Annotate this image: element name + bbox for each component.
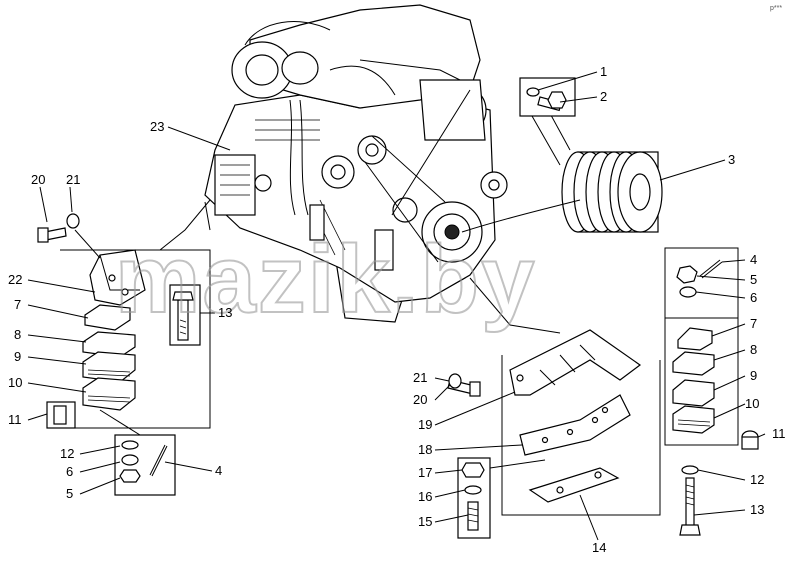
callout-22: 22 <box>8 272 22 287</box>
callout-5-right: 5 <box>750 272 757 287</box>
callout-labels: 1 2 3 23 20 21 22 7 8 9 10 11 13 12 6 5 … <box>8 64 786 555</box>
callout-12-left: 12 <box>60 446 74 461</box>
callout-2: 2 <box>600 89 607 104</box>
callout-6-left: 6 <box>66 464 73 479</box>
callout-13-left: 13 <box>218 305 232 320</box>
engine-assembly <box>204 4 508 323</box>
callout-19: 19 <box>418 417 432 432</box>
callout-10-right: 10 <box>745 396 759 411</box>
callout-23: 23 <box>150 119 164 134</box>
callout-18: 18 <box>418 442 432 457</box>
callout-4-right: 4 <box>750 252 757 267</box>
callout-17: 17 <box>418 465 432 480</box>
callout-20-center: 20 <box>413 392 427 407</box>
callout-9-right: 9 <box>750 368 757 383</box>
callout-9-left: 9 <box>14 349 21 364</box>
callout-1: 1 <box>600 64 607 79</box>
watermark-text: mazik.by <box>115 226 537 333</box>
left-mount-group <box>37 199 211 496</box>
callout-5-left: 5 <box>66 486 73 501</box>
callout-4-left: 4 <box>215 463 222 478</box>
callout-8-left: 8 <box>14 327 21 342</box>
callout-3: 3 <box>728 152 735 167</box>
callout-7-left: 7 <box>14 297 21 312</box>
callout-11-left: 11 <box>8 412 22 427</box>
callout-6-right: 6 <box>750 290 757 305</box>
callout-11-right: 11 <box>772 426 786 441</box>
callout-21-center: 21 <box>413 370 427 385</box>
callout-14: 14 <box>592 540 606 555</box>
callout-15: 15 <box>418 514 432 529</box>
callout-7-right: 7 <box>750 316 757 331</box>
callout-13-right: 13 <box>750 502 764 517</box>
callout-21-left: 21 <box>66 172 80 187</box>
leader-lines <box>27 71 766 541</box>
corner-mark: p*** <box>770 5 782 12</box>
callout-16: 16 <box>418 489 432 504</box>
callout-12-right: 12 <box>750 472 764 487</box>
callout-8-right: 8 <box>750 342 757 357</box>
right-mount-group <box>664 247 759 536</box>
center-bracket-group <box>447 277 661 539</box>
fan-pulley <box>461 77 663 233</box>
callout-10-left: 10 <box>8 375 22 390</box>
callout-20-left: 20 <box>31 172 45 187</box>
